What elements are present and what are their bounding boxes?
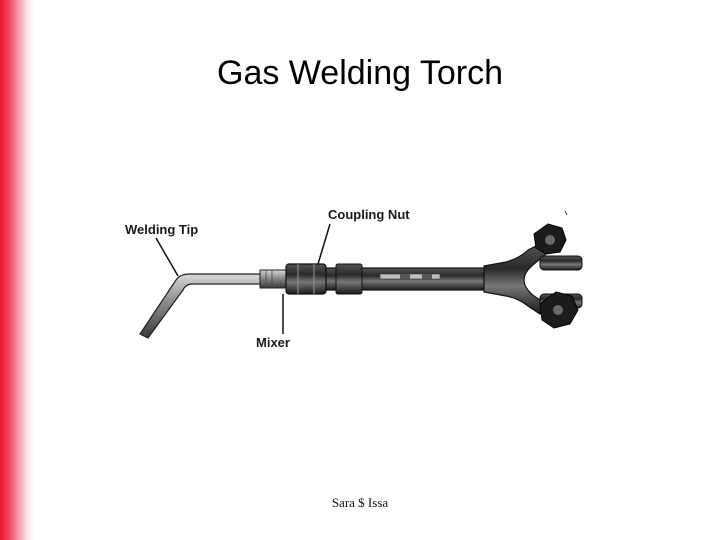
- mixer-label: Mixer: [256, 335, 290, 350]
- coupling-nut-leader-line: [317, 223, 331, 265]
- welding-tip-leader-line: [155, 237, 179, 277]
- slide-footer: Sara $ Issa: [331, 495, 389, 510]
- welding-tip-shape: [139, 273, 263, 339]
- speck-mark: [564, 210, 568, 216]
- torch-handle-shape: [325, 263, 487, 295]
- lower-valve-knob-shape: [539, 291, 579, 329]
- slide-side-gradient-bar: [0, 0, 34, 540]
- coupling-nut-label: Coupling Nut: [328, 207, 410, 222]
- coupling-nut-shape: [285, 263, 327, 295]
- slide-title: Gas Welding Torch: [217, 54, 503, 92]
- mixer-shape: [259, 269, 287, 289]
- welding-tip-label: Welding Tip: [125, 222, 198, 237]
- upper-valve-knob-shape: [533, 223, 567, 255]
